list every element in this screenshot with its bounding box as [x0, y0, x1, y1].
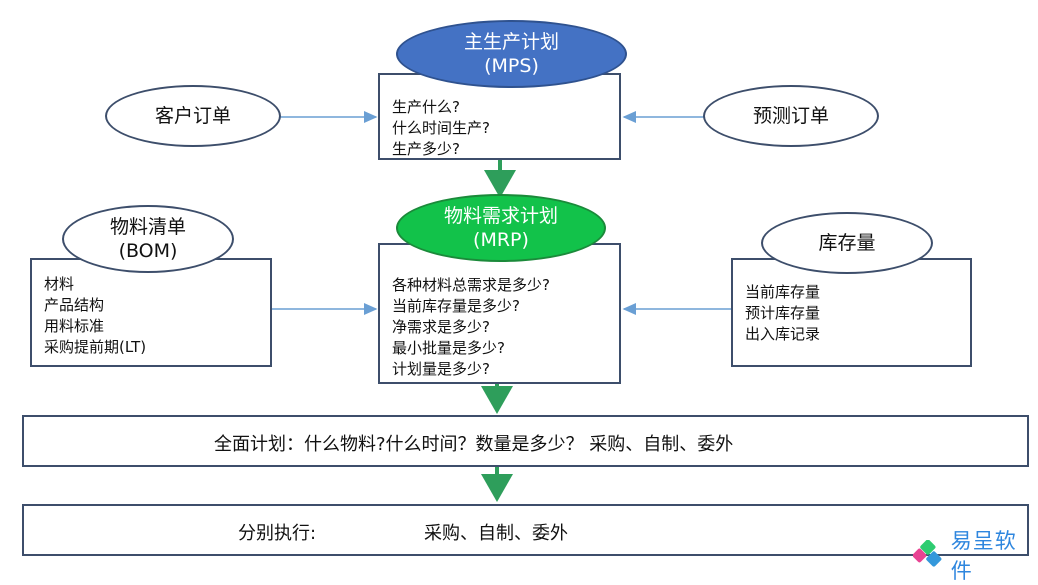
mps-line-3: 生产多少?	[392, 140, 460, 158]
execution-label: 分别执行:	[238, 523, 317, 544]
inventory-ellipse: 库存量	[761, 212, 933, 274]
bom-abbr: (BOM)	[118, 240, 178, 262]
overall-plan-text: 全面计划：什么物料?什么时间？数量是多少？ 采购、自制、委外	[214, 434, 734, 455]
execution-value: 采购、自制、委外	[424, 523, 568, 544]
bom-line-4: 采购提前期(LT)	[44, 338, 147, 356]
mrp-abbr: (MRP)	[473, 229, 529, 251]
mrp-question-box: 各种材料总需求是多少? 当前库存量是多少? 净需求是多少? 最小批量是多少? 计…	[378, 243, 621, 384]
mrp-line-5: 计划量是多少?	[392, 360, 490, 378]
mrp-line-4: 最小批量是多少?	[392, 339, 505, 357]
bom-ellipse: 物料清单 (BOM)	[62, 205, 234, 273]
customer-order-ellipse: 客户订单	[105, 85, 281, 147]
connector-layer	[272, 111, 731, 502]
bom-line-1: 材料	[44, 275, 75, 293]
mps-ellipse: 主生产计划 (MPS)	[396, 20, 627, 88]
inventory-line-2: 预计库存量	[745, 304, 821, 322]
brand-logo: 易呈软件	[913, 525, 1038, 585]
inventory-title: 库存量	[818, 232, 876, 254]
inventory-box: 当前库存量 预计库存量 出入库记录	[731, 258, 972, 367]
mrp-line-1: 各种材料总需求是多少?	[392, 276, 550, 294]
mps-line-2: 什么时间生产?	[392, 119, 490, 137]
brand-logo-text: 易呈软件	[950, 529, 1017, 583]
inventory-line-3: 出入库记录	[745, 325, 821, 343]
forecast-order-label: 预测订单	[752, 105, 829, 127]
bom-title: 物料清单	[109, 216, 186, 238]
bom-box: 材料 产品结构 用料标准 采购提前期(LT)	[30, 258, 272, 367]
overall-plan-box: 全面计划：什么物料?什么时间？数量是多少？ 采购、自制、委外	[22, 415, 1029, 467]
execution-box: 分别执行: 采购、自制、委外	[22, 504, 1029, 556]
mps-line-1: 生产什么?	[392, 98, 460, 116]
customer-order-label: 客户订单	[154, 105, 231, 127]
mrp-ellipse: 物料需求计划 (MRP)	[396, 194, 606, 262]
bom-line-2: 产品结构	[44, 296, 105, 314]
mps-abbr: (MPS)	[484, 55, 539, 77]
mrp-line-3: 净需求是多少?	[392, 318, 490, 336]
mrp-line-2: 当前库存量是多少?	[392, 297, 520, 315]
mrp-title: 物料需求计划	[443, 205, 558, 227]
bom-line-3: 用料标准	[44, 317, 105, 335]
inventory-line-1: 当前库存量	[745, 283, 821, 301]
mps-title: 主生产计划	[463, 31, 559, 53]
forecast-order-ellipse: 预测订单	[703, 85, 879, 147]
brand-logo-icon	[913, 540, 942, 567]
